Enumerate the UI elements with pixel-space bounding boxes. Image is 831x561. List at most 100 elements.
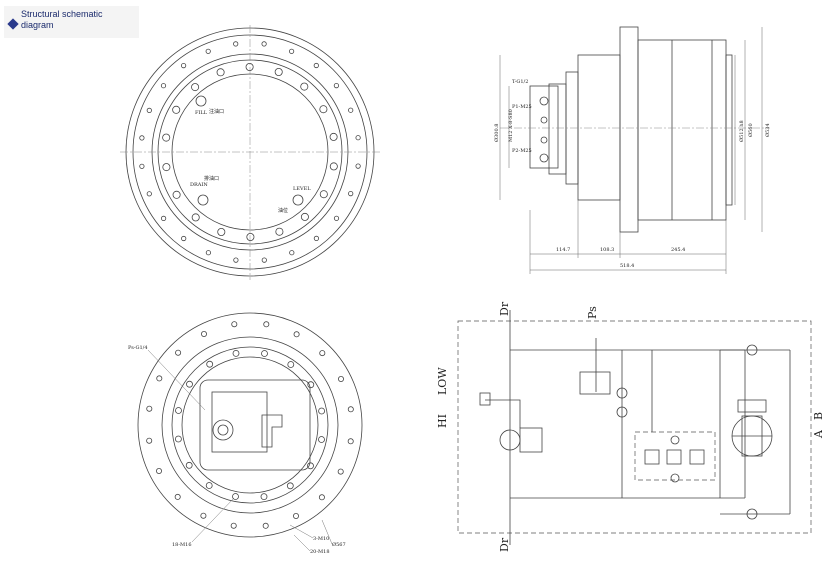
flange-hole bbox=[261, 41, 267, 47]
flange-hole bbox=[337, 468, 344, 475]
level-cn-label: 油位 bbox=[278, 207, 288, 214]
dim-body: Ø560 bbox=[747, 123, 754, 137]
port-b-label: B bbox=[812, 412, 825, 420]
cover-bolt bbox=[216, 68, 225, 77]
fill-port bbox=[195, 95, 207, 107]
shuttle-valve bbox=[579, 371, 611, 395]
page-title: Structural schematic diagram bbox=[21, 9, 103, 30]
flange-hole bbox=[200, 512, 207, 519]
flange-hole bbox=[174, 493, 181, 500]
holes-label-b: 3-M10 bbox=[313, 536, 329, 542]
dim-total-length: 518.4 bbox=[620, 263, 634, 269]
cover-bolt bbox=[217, 227, 226, 236]
cover-bolt bbox=[319, 190, 328, 199]
valve-block bbox=[529, 85, 559, 169]
drain-port bbox=[197, 194, 209, 206]
flange-hole bbox=[231, 321, 238, 328]
holes-label-c: 20-M18 bbox=[310, 549, 330, 555]
port-p2-label: P2-M25 bbox=[512, 148, 532, 154]
flange-hole bbox=[348, 191, 354, 197]
title-block: Structural schematic diagram bbox=[4, 6, 139, 38]
dim-thread: M12 X-8-S80 bbox=[508, 109, 514, 142]
flange-hole bbox=[348, 107, 354, 113]
flange-hole bbox=[175, 349, 182, 356]
flange-hole bbox=[293, 331, 300, 338]
fill-label: FILL bbox=[195, 110, 208, 116]
cover-bolt bbox=[191, 83, 200, 92]
flange-hole bbox=[146, 405, 153, 412]
cover-bolt bbox=[232, 349, 240, 357]
cover-bolt bbox=[191, 213, 200, 222]
hydraulic-circuit: Dr Ps LOW HI A B Dr bbox=[436, 301, 825, 552]
cover-bolt bbox=[329, 132, 338, 141]
ps-port-label: Ps-G1/4 bbox=[128, 345, 148, 351]
dim-flange: Ø534 bbox=[764, 123, 771, 137]
flange-hole bbox=[333, 215, 340, 221]
holes-label-a: 18-M16 bbox=[172, 542, 192, 548]
fill-cn-label: 注油口 bbox=[209, 108, 224, 115]
cover-bolt bbox=[318, 407, 326, 415]
side-view: T-G1/2 P1-M25 P2-M25 M12 X-8-S80 Ø300.8 … bbox=[493, 26, 771, 274]
cover-bolt bbox=[329, 162, 338, 171]
flange-hole bbox=[156, 375, 163, 382]
dia-label: Ø567 bbox=[332, 541, 346, 548]
flange-hole bbox=[181, 235, 187, 242]
cover-bolt bbox=[300, 212, 309, 221]
flange-hole bbox=[319, 350, 326, 357]
flange-hole bbox=[289, 250, 295, 256]
cover-bolt bbox=[185, 461, 193, 469]
flange-hole bbox=[230, 522, 237, 529]
relief-valve-group bbox=[634, 431, 716, 481]
flange-hole bbox=[146, 191, 152, 197]
rear-valve-housing bbox=[199, 379, 311, 471]
cover-bolt bbox=[274, 68, 283, 77]
flange-hole bbox=[181, 62, 187, 69]
flange-hole bbox=[355, 135, 361, 141]
cover-bolt bbox=[186, 380, 193, 388]
front-view-top: FILL 注油口 DRAIN 排油口 LEVEL 油位 bbox=[120, 25, 380, 280]
flange-hole bbox=[161, 215, 167, 221]
flange-hole bbox=[347, 438, 354, 445]
level-port bbox=[292, 194, 304, 206]
drain-cn-label: 排油口 bbox=[204, 175, 219, 182]
flange-hole bbox=[347, 406, 354, 413]
cover-bolt bbox=[162, 163, 171, 172]
dim-length-3: 245.4 bbox=[671, 247, 685, 253]
flange-hole bbox=[333, 83, 339, 89]
cover-bolt bbox=[174, 435, 182, 443]
flange-hole bbox=[200, 330, 207, 337]
drain-label: DRAIN bbox=[190, 182, 208, 188]
cover-bolt bbox=[275, 227, 284, 236]
flange-hole bbox=[205, 250, 211, 256]
cover-bolt bbox=[307, 381, 315, 389]
flange-hole bbox=[261, 257, 267, 263]
cover-bolt bbox=[172, 105, 181, 114]
cover-bolt bbox=[300, 82, 309, 91]
flange-hole bbox=[313, 235, 319, 241]
flange-hole bbox=[139, 135, 145, 141]
flange-hole bbox=[292, 513, 299, 520]
flange-hole bbox=[233, 41, 239, 47]
port-a-label: A bbox=[812, 429, 825, 439]
cover-bolt bbox=[260, 493, 268, 501]
dim-spigot: Ø512 h8 bbox=[738, 120, 745, 142]
flange-hole bbox=[337, 375, 344, 382]
cover-bolt bbox=[172, 190, 181, 199]
cover-bolt bbox=[232, 493, 239, 500]
flange-hole bbox=[355, 163, 361, 169]
dim-length-1: 114.7 bbox=[556, 247, 570, 253]
cover-bolt bbox=[205, 482, 213, 489]
flange-hole bbox=[313, 62, 319, 69]
level-label: LEVEL bbox=[293, 186, 311, 192]
flange-hole bbox=[139, 163, 145, 169]
port-p1-label: P1-M25 bbox=[512, 104, 532, 110]
cover-bolt bbox=[307, 462, 314, 470]
flange-hole bbox=[318, 494, 325, 501]
cover-bolt bbox=[286, 482, 294, 490]
circuit-boundary bbox=[457, 320, 812, 534]
low-label: LOW bbox=[436, 367, 449, 395]
cover-bolt bbox=[162, 133, 171, 142]
flange-hole bbox=[155, 467, 162, 474]
central-port bbox=[212, 419, 234, 441]
cover-bolt bbox=[287, 361, 295, 368]
